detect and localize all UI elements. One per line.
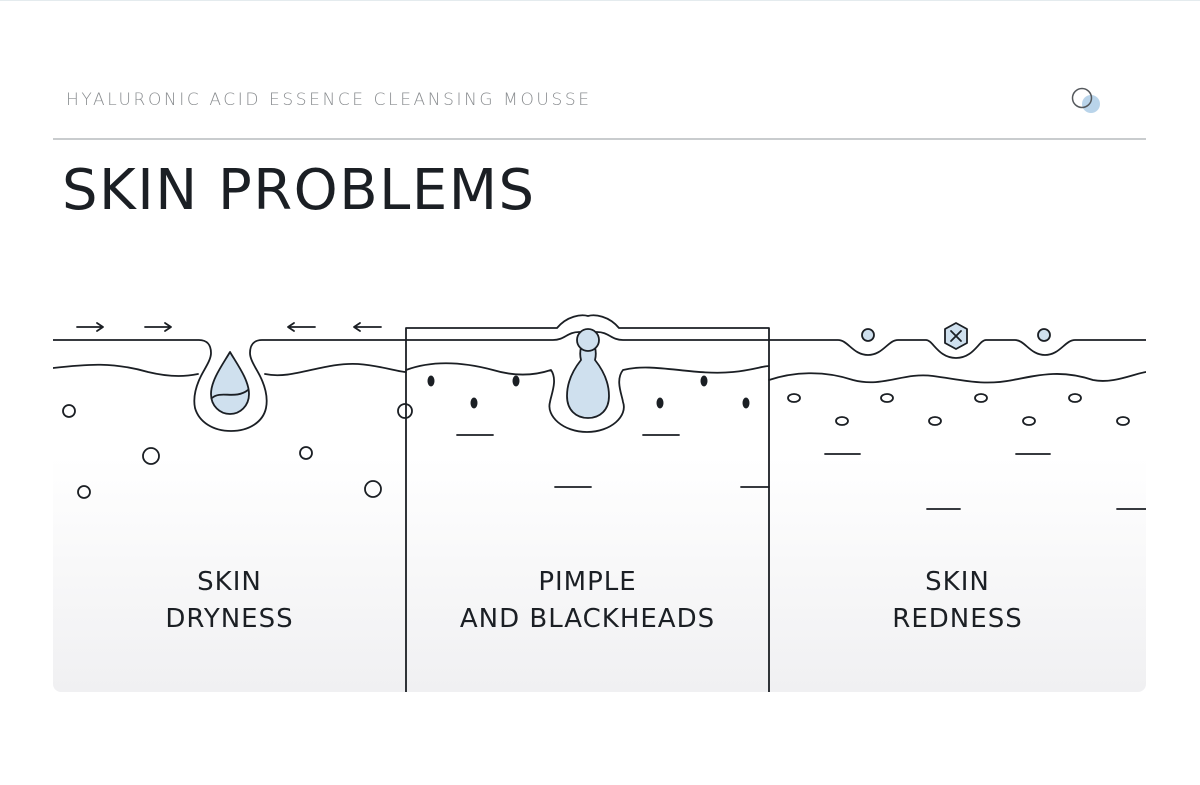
blackhead-dot (742, 397, 750, 409)
water-drop-icon (210, 351, 250, 415)
arrow-right-icon (144, 322, 172, 332)
dryness-dermis-line (53, 363, 407, 377)
blackhead-dot (656, 397, 664, 409)
bubble (299, 446, 313, 460)
blackhead-dot (470, 397, 478, 409)
pimple-frame (405, 314, 770, 692)
cell-ellipse (1068, 393, 1082, 403)
blackhead-dot (700, 375, 708, 387)
condition-label-line: SKIN (925, 567, 990, 597)
page-title: SKIN PROBLEMS (62, 158, 536, 223)
condition-label-redness: SKIN REDNESS (769, 564, 1146, 638)
cell-ellipse (1022, 416, 1036, 426)
skin-cross-section-diagram (53, 314, 1146, 692)
condition-label-line: PIMPLE (538, 567, 637, 597)
redness-skin-surface (768, 339, 1146, 359)
cell-ellipse (974, 393, 988, 403)
cell-ellipse (1116, 416, 1130, 426)
bubble (77, 485, 91, 499)
blackhead-dot (427, 375, 435, 387)
cell-ellipse (928, 416, 942, 426)
pimple-dermis-line (405, 362, 770, 433)
pimple-icon (566, 339, 610, 419)
redness-dermis-line (768, 371, 1146, 384)
cell-ellipse (880, 393, 894, 403)
bubble (62, 404, 76, 418)
cell-ellipse (835, 416, 849, 426)
dryness-skin-surface (53, 339, 407, 432)
condition-label-dryness: SKIN DRYNESS (53, 564, 406, 638)
condition-label-line: SKIN (197, 567, 262, 597)
blackheads (427, 375, 750, 409)
bubbles-logo-icon (1071, 87, 1100, 113)
bubble (397, 403, 413, 419)
condition-label-line: REDNESS (892, 604, 1023, 634)
bubble (142, 447, 160, 465)
arrow-left-icon (353, 322, 382, 332)
cell-ellipse (787, 393, 801, 403)
skin-diagram-panel: SKIN DRYNESS PIMPLE AND BLACKHEADS SKIN … (53, 300, 1146, 692)
header-divider (53, 138, 1146, 140)
top-hairline (0, 0, 1200, 1)
condition-label-line: DRYNESS (165, 604, 294, 634)
arrow-right-icon (76, 322, 104, 332)
product-name: HYALURONIC ACID ESSENCE CLEANSING MOUSSE (66, 90, 592, 110)
condition-label-pimple: PIMPLE AND BLACKHEADS (406, 564, 769, 638)
arrow-left-icon (287, 322, 316, 332)
bubble (364, 480, 382, 498)
irritant-particle (861, 328, 875, 342)
condition-label-line: AND BLACKHEADS (459, 604, 716, 634)
blackhead-dot (512, 375, 520, 387)
irritant-particle (1037, 328, 1051, 342)
